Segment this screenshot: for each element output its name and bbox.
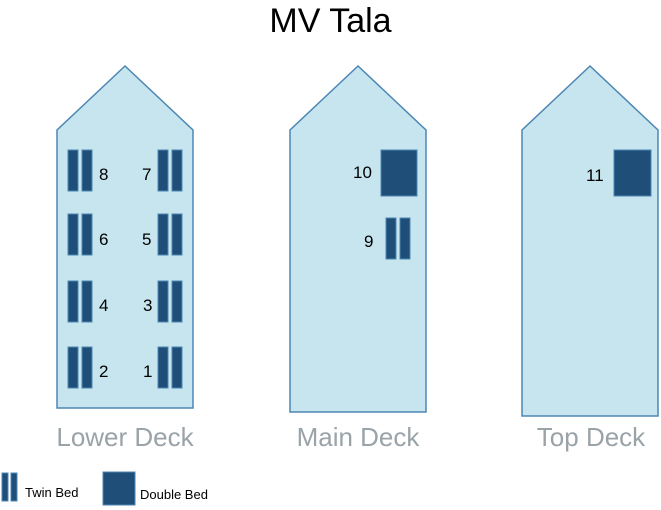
twin-bed-icon: [67, 346, 79, 389]
room-11: 11: [586, 149, 652, 197]
legend-twin-icon: [1, 472, 18, 502]
lower-deck-label: Lower Deck: [56, 422, 194, 452]
room-number: 3: [143, 296, 152, 315]
twin-bed-icon: [171, 346, 183, 389]
twin-bed-icon: [171, 213, 183, 256]
twin-bed-icon: [157, 213, 169, 256]
twin-bed-icon: [157, 346, 169, 389]
room-number: 4: [99, 296, 108, 315]
top-deck-hull: [521, 64, 659, 417]
room-number: 11: [586, 166, 604, 185]
room-7: 7: [142, 149, 183, 192]
room-number: 2: [99, 362, 108, 381]
room-number: 8: [99, 165, 108, 184]
diagram-title: MV Tala: [269, 2, 392, 40]
room-9: 9: [364, 217, 411, 260]
room-number: 6: [99, 230, 108, 249]
twin-bed-icon: [157, 280, 169, 323]
twin-bed-icon: [171, 149, 183, 192]
room-8: 8: [67, 149, 108, 192]
room-3: 3: [143, 280, 183, 323]
room-number: 1: [143, 362, 152, 381]
room-6: 6: [67, 213, 108, 256]
room-number: 7: [142, 165, 151, 184]
room-number: 9: [364, 232, 373, 251]
legend-twin-label: Twin Bed: [25, 485, 79, 500]
twin-bed-icon: [81, 149, 93, 192]
twin-bed-icon: [67, 149, 79, 192]
twin-bed-icon: [67, 280, 79, 323]
legend-double-icon: [102, 471, 136, 506]
room-number: 5: [142, 230, 151, 249]
double-bed-icon: [380, 149, 418, 197]
twin-bed-icon: [81, 280, 93, 323]
room-2: 2: [67, 346, 108, 389]
top-deck-label: Top Deck: [536, 422, 646, 452]
twin-bed-icon: [171, 280, 183, 323]
main-deck-label: Main Deck: [296, 422, 420, 452]
twin-bed-icon: [81, 346, 93, 389]
twin-bed-icon: [157, 149, 169, 192]
room-5: 5: [142, 213, 183, 256]
twin-bed-icon: [385, 217, 397, 260]
twin-bed-icon: [399, 217, 411, 260]
legend-double-label: Double Bed: [140, 487, 208, 502]
room-1: 1: [143, 346, 183, 389]
room-4: 4: [67, 280, 108, 323]
room-number: 10: [353, 163, 372, 182]
twin-bed-icon: [67, 213, 79, 256]
double-bed-icon: [613, 149, 652, 197]
room-10: 10: [353, 149, 418, 197]
twin-bed-icon: [81, 213, 93, 256]
